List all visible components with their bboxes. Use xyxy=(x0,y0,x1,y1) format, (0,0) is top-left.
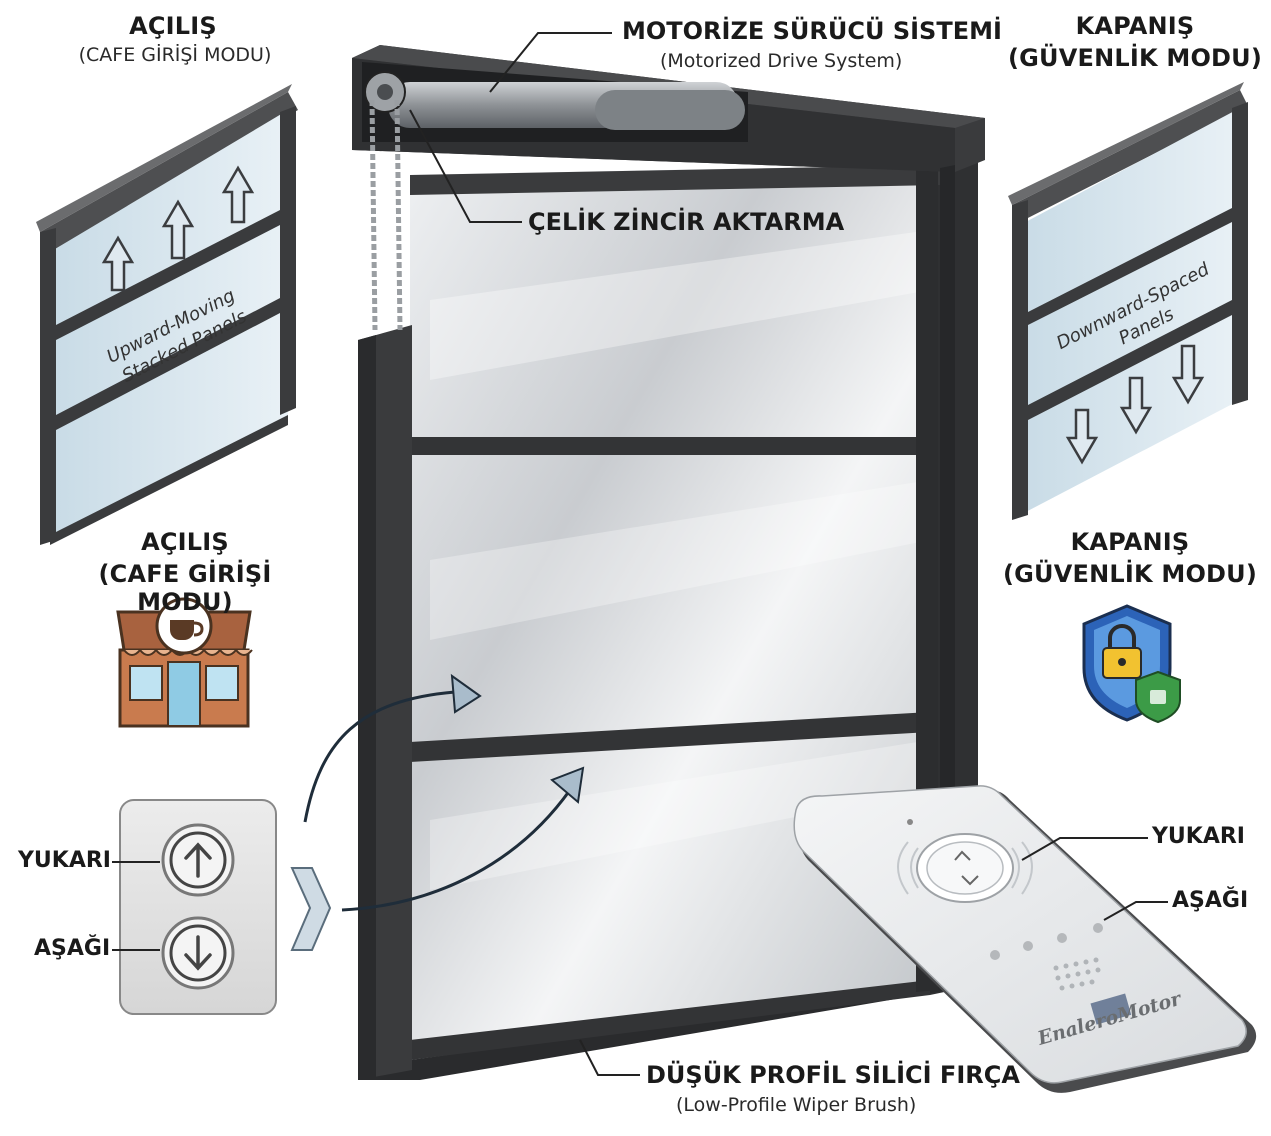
switch-down-label: AŞAĞI xyxy=(34,936,111,961)
up-arrow-icon xyxy=(221,165,255,224)
opening-mode-window: Upward-Moving Stacked Panels xyxy=(36,84,298,545)
cafe-storefront-icon xyxy=(116,597,253,728)
flow-arrows xyxy=(303,673,585,912)
down-arrow-icon xyxy=(1065,408,1099,465)
motor-sublabel: (Motorized Drive System) xyxy=(660,50,903,72)
remote-down-label: AŞAĞI xyxy=(1172,888,1249,913)
closing-title-top: KAPANIŞ xyxy=(1075,12,1195,40)
down-arrow-icon xyxy=(1171,344,1205,405)
remote-control: EnaleroMotor xyxy=(793,785,1257,1093)
down-arrow-icon xyxy=(184,935,212,971)
up-arrow-icon xyxy=(184,842,212,878)
leader-lines xyxy=(409,32,1168,1076)
remote-up-label: YUKARI xyxy=(1152,824,1245,849)
closing-mode-window: Downward-Spaced Panels xyxy=(1008,82,1248,520)
panel-divider xyxy=(410,712,930,762)
closing-subtitle-top: (GÜVENLİK MODU) xyxy=(1007,44,1263,72)
speaker-grille xyxy=(1053,957,1101,991)
opening-title-top: AÇILIŞ xyxy=(129,12,217,40)
brush-sublabel: (Low-Profile Wiper Brush) xyxy=(676,1094,917,1116)
up-arrow-icon xyxy=(101,235,135,292)
closing-subtitle-mid: (GÜVENLİK MODU) xyxy=(1002,560,1258,588)
switch-up-label: YUKARI xyxy=(18,848,111,873)
chevron-right-icon xyxy=(290,867,332,951)
chain-label: ÇELİK ZİNCİR AKTARMA xyxy=(528,208,845,236)
wall-switch xyxy=(112,799,332,1015)
steel-chain xyxy=(369,99,403,331)
opening-title-mid: AÇILIŞ xyxy=(141,528,229,556)
panel-divider xyxy=(410,437,930,455)
down-arrow-icon xyxy=(1119,376,1153,435)
security-shield-lock-icon xyxy=(1082,604,1181,724)
motor-label: MOTORİZE SÜRÜCÜ SİSTEMİ xyxy=(622,17,1002,45)
up-arrow-icon xyxy=(161,199,195,260)
opening-subtitle-mid: (CAFE GİRİŞİ MODU) xyxy=(98,560,272,616)
closing-title-mid: KAPANIŞ xyxy=(1070,528,1190,556)
remote-up-down-button[interactable] xyxy=(926,841,1004,895)
brush-label: DÜŞÜK PROFİL SİLİCİ FIRÇA xyxy=(646,1061,1020,1089)
opening-subtitle-top: (CAFE GİRİŞİ MODU) xyxy=(78,44,272,66)
